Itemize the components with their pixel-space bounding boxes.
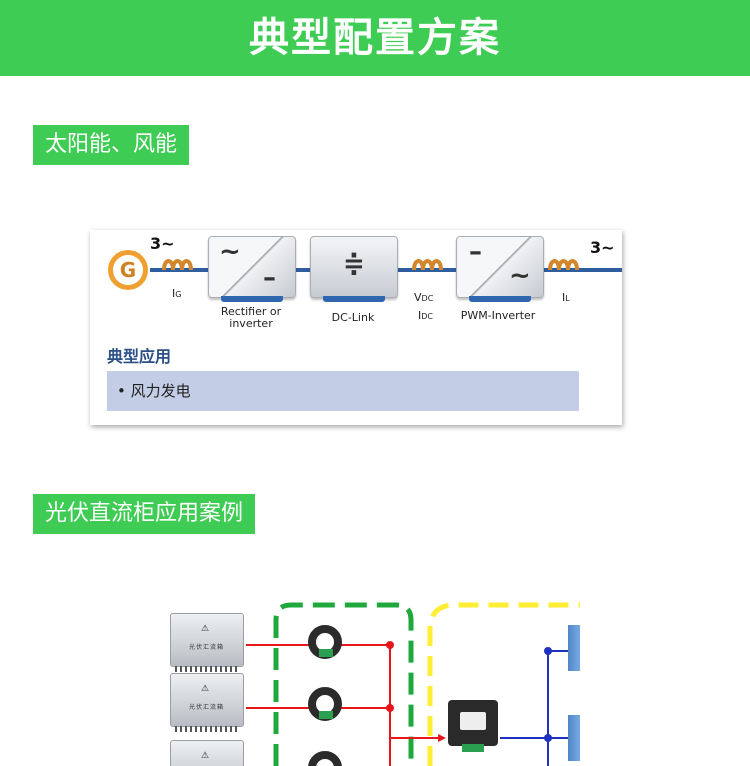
- dc-symbol-icon: –: [469, 237, 482, 267]
- hall-sensor: [448, 700, 498, 752]
- generator-icon: G: [108, 250, 148, 290]
- rectifier-block: ~ –: [208, 236, 296, 302]
- current-transformer: [308, 625, 342, 659]
- combiner-box-label: 光伏汇流箱: [189, 644, 225, 651]
- section-tag-pv-dc-cabinet: 光伏直流柜应用案例: [33, 494, 256, 534]
- section-tag-solar-wind: 太阳能、风能: [33, 125, 190, 165]
- application-heading: 典型应用: [107, 347, 172, 366]
- voltage-label-vdc: VDC: [414, 291, 434, 304]
- dc-link-block: ≑: [310, 236, 398, 302]
- ac-symbol-icon: ~: [219, 237, 241, 267]
- application-list: • 风力发电: [107, 371, 579, 411]
- combiner-box: ⚠ 光伏汇流箱: [170, 740, 244, 766]
- current-coil-icon: [412, 259, 443, 271]
- warning-icon: ⚠: [201, 751, 210, 761]
- current-coil-icon: [548, 259, 579, 271]
- current-transformer: [308, 751, 342, 766]
- output-device: [568, 715, 580, 761]
- phase-out-label: 3~: [590, 238, 615, 257]
- warning-icon: ⚠: [201, 684, 210, 694]
- warning-icon: ⚠: [201, 624, 210, 634]
- combiner-box: ⚠ 光伏汇流箱: [170, 613, 244, 672]
- phase-in-label: 3~: [150, 234, 175, 253]
- pwm-inverter-block: – ~: [456, 236, 544, 302]
- current-label-idc: IDC: [418, 309, 433, 322]
- pwm-inverter-label: PWM-Inverter: [460, 309, 536, 322]
- ac-symbol-icon: ~: [509, 261, 531, 291]
- header-banner: 典型配置方案: [0, 0, 750, 76]
- current-label-il: IL: [562, 291, 570, 304]
- dc-link-label: DC-Link: [331, 311, 375, 324]
- current-coil-icon: [162, 259, 193, 271]
- combiner-box-label: 光伏汇流箱: [189, 704, 225, 711]
- dc-symbol-icon: –: [263, 263, 276, 293]
- output-device: [568, 625, 580, 671]
- pv-application-image: ⚠ 光伏汇流箱 ⚠ 光伏汇流箱 ⚠ 光伏汇流箱: [150, 575, 580, 766]
- current-transformer: [308, 687, 342, 721]
- dc-link-symbol-icon: ≑: [343, 249, 365, 279]
- application-item: • 风力发电: [117, 382, 191, 400]
- combiner-box: ⚠ 光伏汇流箱: [170, 673, 244, 732]
- page-title: 典型配置方案: [249, 15, 501, 61]
- current-label-ig: IG: [172, 287, 182, 300]
